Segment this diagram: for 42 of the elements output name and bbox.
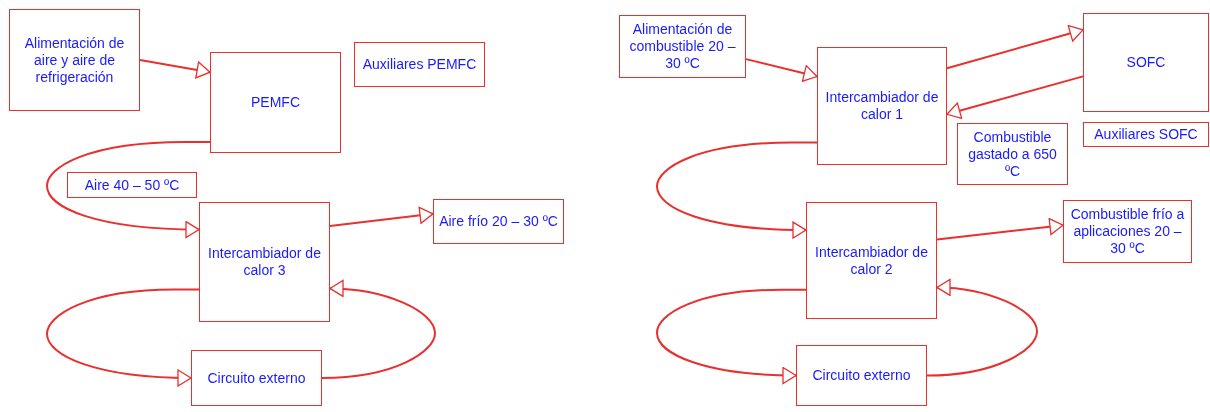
box-text: Circuito externo — [207, 369, 306, 387]
process-box — [1083, 122, 1209, 147]
process-box — [619, 15, 746, 78]
box-text: Circuito externo — [812, 367, 911, 384]
box-text: Combustible gastado a 650 ºC — [967, 128, 1058, 180]
process-box — [191, 350, 322, 406]
flow-arrow — [329, 206, 434, 227]
flow-arrow — [946, 25, 1084, 70]
flow-arrow — [946, 75, 1084, 120]
process-box — [1063, 200, 1192, 263]
box-text: Alimentación de aire y aire de refrigeración — [23, 34, 126, 86]
flow-arrow — [46, 140, 211, 238]
process-box — [354, 42, 485, 87]
box-text: Intercambiador de calor 3 — [207, 245, 322, 279]
process-box — [199, 202, 330, 322]
box-text: Intercambiador de calor 1 — [824, 89, 940, 123]
box-text: Intercambiador de calor 2 — [814, 243, 929, 278]
process-box — [1083, 13, 1209, 112]
process-box — [433, 199, 564, 244]
process-box — [817, 47, 947, 165]
flow-arrow — [926, 279, 1038, 377]
box-text: PEMFC — [251, 94, 300, 111]
flow-arrow — [46, 288, 200, 387]
flow-arrow — [656, 288, 807, 384]
box-text: Aire frío 20 – 30 ºC — [439, 213, 558, 230]
flow-arrow — [321, 280, 436, 379]
box-text: Aire 40 – 50 ºC — [84, 176, 180, 194]
flow-arrow — [745, 58, 818, 82]
flow-arrow — [139, 59, 211, 79]
box-text: SOFC — [1126, 54, 1166, 71]
process-box — [806, 202, 937, 319]
box-text: Auxiliares PEMFC — [362, 56, 477, 73]
process-box — [796, 345, 927, 406]
process-box — [957, 123, 1068, 185]
process-box — [67, 172, 197, 198]
process-box — [9, 9, 140, 111]
flow-arrow — [936, 218, 1064, 241]
flow-arrow — [656, 141, 818, 239]
process-box — [210, 52, 341, 153]
box-text: Auxiliares SOFC — [1094, 126, 1198, 143]
box-text: Alimentación de combustible 20 – 30 ºC — [628, 21, 737, 72]
box-text: Combustible frío a aplicaciones 20 – 30 ºC — [1069, 206, 1186, 257]
